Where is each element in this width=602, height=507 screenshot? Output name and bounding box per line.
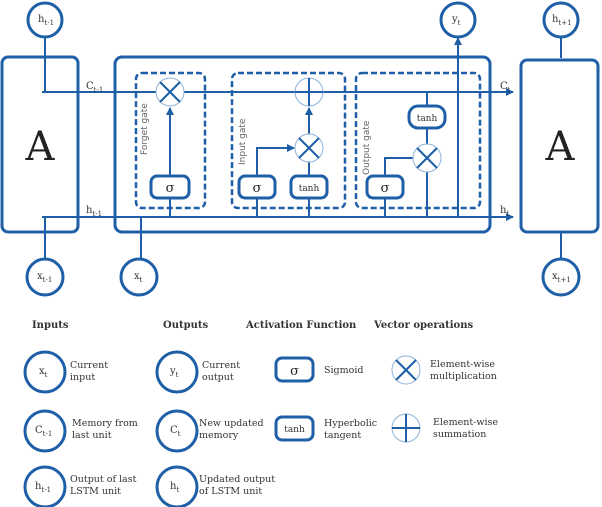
svg-text:Memory from: Memory from	[72, 418, 138, 429]
svg-text:xt+1: xt+1	[552, 271, 571, 284]
sum-icon	[391, 413, 421, 443]
svg-text:σ: σ	[290, 364, 299, 379]
legend-multiply: Element-wise multiplication	[391, 355, 497, 385]
legend-input-x: xt Current input	[23, 350, 108, 394]
sigma-symbol: σ	[253, 181, 262, 196]
sigma-symbol: σ	[381, 181, 390, 196]
svg-text:multiplication: multiplication	[430, 371, 497, 382]
svg-text:Output of last: Output of last	[70, 474, 137, 485]
x-next-node: xt+1	[541, 257, 581, 297]
legend-sum: Element-wise summation	[391, 413, 498, 443]
svg-text:tangent: tangent	[324, 430, 361, 441]
legend-header-vector: Vector operations	[373, 320, 473, 331]
svg-text:Updated output: Updated output	[199, 474, 275, 485]
output-gate-box	[354, 71, 482, 210]
legend-sigmoid: σ Sigmoid	[274, 356, 363, 383]
input-multiply-icon	[294, 133, 324, 163]
multiply-icon	[391, 355, 421, 385]
svg-text:Ct-1: Ct-1	[35, 425, 52, 438]
legend-output-c: Ct New updated memory	[155, 409, 264, 453]
input-gate-box	[230, 71, 347, 210]
svg-text:tanh: tanh	[284, 425, 305, 435]
output-sigmoid-box	[365, 174, 405, 200]
svg-text:summation: summation	[433, 429, 486, 440]
svg-text:ht-1: ht-1	[35, 481, 51, 494]
legend-input-c: Ct-1 Memory from last unit	[23, 409, 138, 453]
legend-header-outputs: Outputs	[163, 320, 208, 331]
legend-tanh: tanh Hyperbolic tangent	[274, 415, 377, 442]
x-prev-node: xt-1	[25, 257, 65, 297]
svg-text:input: input	[70, 372, 95, 383]
legend-output-y: yt Current output	[155, 350, 240, 394]
prev-lstm-cell	[0, 55, 80, 234]
next-lstm-cell	[519, 58, 600, 234]
output-multiply-icon	[412, 143, 442, 173]
tanh-symbol: tanh	[417, 114, 438, 124]
output-sigmoid-line	[384, 157, 413, 176]
svg-text:yt: yt	[169, 366, 179, 379]
c-in-label: Ct-1	[86, 81, 103, 94]
input-sigmoid-box	[237, 174, 277, 200]
legend-header-activation: Activation Function	[245, 320, 357, 331]
svg-text:Ct: Ct	[170, 425, 181, 438]
svg-text:xt-1: xt-1	[37, 271, 52, 284]
forget-sigmoid-box	[149, 174, 191, 200]
svg-text:last unit: last unit	[72, 430, 112, 441]
c-out-label: Ct	[500, 81, 511, 94]
h-out-label: ht	[500, 205, 509, 218]
prev-cell-label: A	[25, 124, 56, 170]
output-tanh-box	[407, 104, 447, 130]
input-tanh-box	[289, 174, 329, 200]
svg-text:output: output	[202, 372, 234, 383]
svg-text:xt: xt	[39, 366, 48, 379]
svg-text:of LSTM unit: of LSTM unit	[199, 486, 262, 497]
forget-gate-label: Forget gate	[140, 103, 150, 155]
forget-multiply-icon	[155, 77, 185, 107]
output-gate-label: Output gate	[362, 120, 372, 175]
svg-text:Element-wise: Element-wise	[433, 417, 498, 428]
legend-header-inputs: Inputs	[32, 320, 69, 331]
y-node: yt	[439, 1, 477, 39]
svg-text:ht: ht	[170, 481, 179, 494]
current-lstm-cell	[113, 55, 492, 234]
sigma-symbol: σ	[166, 181, 175, 196]
input-gate-label: Input gate	[238, 118, 248, 165]
svg-text:ht-1: ht-1	[38, 14, 54, 27]
legend-output-h: ht Updated output of LSTM unit	[155, 465, 275, 507]
svg-text:memory: memory	[199, 430, 239, 441]
svg-text:Current: Current	[202, 360, 240, 371]
next-cell-label: A	[545, 124, 576, 170]
input-sigmoid-arrow	[256, 144, 295, 176]
svg-text:Current: Current	[70, 360, 108, 371]
svg-text:Sigmoid: Sigmoid	[324, 365, 363, 376]
svg-text:ht+1: ht+1	[552, 14, 572, 27]
svg-text:LSTM unit: LSTM unit	[70, 486, 121, 497]
legend-input-h: ht-1 Output of last LSTM unit	[23, 465, 137, 507]
tanh-symbol: tanh	[299, 184, 320, 194]
svg-text:Element-wise: Element-wise	[430, 359, 495, 370]
sum-icon	[294, 77, 324, 107]
svg-text:New updated: New updated	[199, 418, 264, 429]
h-in-label: ht-1	[86, 205, 102, 218]
h-next-node: ht+1	[542, 1, 580, 39]
svg-text:Hyperbolic: Hyperbolic	[324, 418, 377, 429]
svg-text:yt: yt	[451, 14, 461, 27]
svg-text:xt: xt	[134, 271, 143, 284]
x-cur-node: xt	[119, 257, 159, 297]
h-prev-node: ht-1	[26, 1, 64, 39]
